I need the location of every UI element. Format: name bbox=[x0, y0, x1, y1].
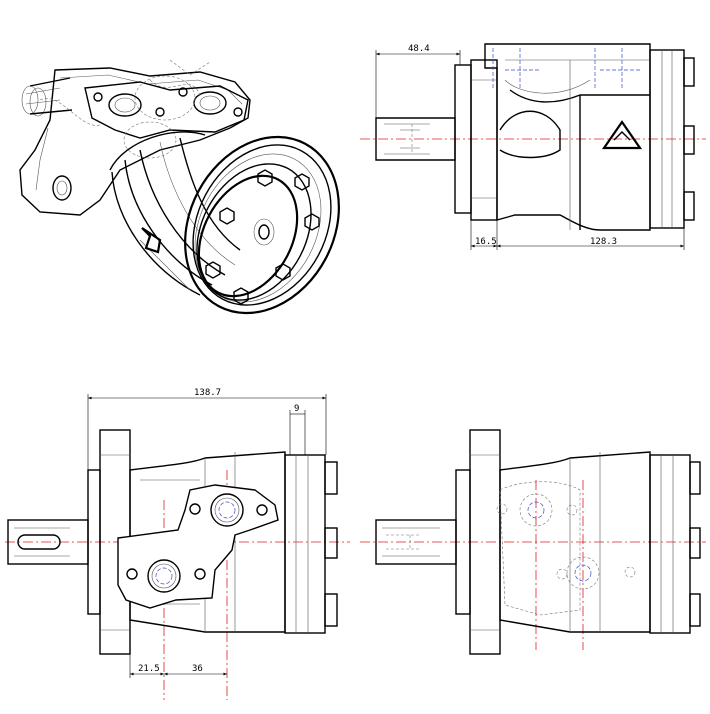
iso-shaft bbox=[21, 77, 73, 117]
dim-top-width-label: 48.4 bbox=[408, 44, 430, 54]
dim-port-offsets: 21.5 36 bbox=[129, 620, 227, 678]
dim-end-thickness: 9 bbox=[289, 404, 306, 455]
side-view: 48.4 16.5 128.3 bbox=[360, 43, 706, 250]
dim-body-length: 128.3 bbox=[497, 228, 685, 250]
rear-view bbox=[360, 429, 706, 655]
dim-end-thickness-label: 9 bbox=[294, 404, 299, 414]
dim-port-offset-2-label: 36 bbox=[192, 664, 203, 674]
dim-shaft-step-label: 16.5 bbox=[475, 237, 497, 247]
front-view: 138.7 9 21.5 36 bbox=[5, 388, 350, 700]
dim-body-length-label: 128.3 bbox=[590, 237, 617, 247]
iso-mount-flange bbox=[19, 59, 251, 216]
dim-shaft-step: 16.5 bbox=[470, 220, 498, 250]
dim-overall-width-label: 138.7 bbox=[194, 388, 221, 398]
iso-logo-triangle bbox=[141, 227, 162, 254]
side-logo-triangle bbox=[601, 120, 643, 150]
iso-bolts bbox=[205, 169, 320, 305]
dim-port-offset-1-label: 21.5 bbox=[138, 664, 160, 674]
isometric-view bbox=[19, 59, 340, 315]
dim-top-width: 48.4 bbox=[375, 44, 461, 118]
iso-body bbox=[109, 131, 241, 296]
iso-end-cover bbox=[184, 135, 340, 315]
dim-overall-width: 138.7 bbox=[87, 388, 327, 470]
